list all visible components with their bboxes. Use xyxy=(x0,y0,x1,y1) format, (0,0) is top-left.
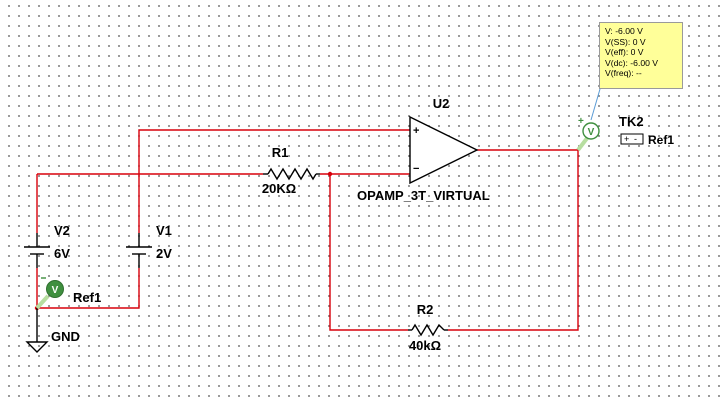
wire-v1-to-plus[interactable] xyxy=(138,129,410,233)
resistor-r1[interactable]: R1 20KΩ xyxy=(262,145,320,196)
battery-v2[interactable]: V2 6V xyxy=(24,223,70,268)
r2-value: 40kΩ xyxy=(409,338,441,353)
voltage-probe-tk2[interactable]: V + TK2 + - Ref1 xyxy=(576,88,674,152)
gnd-label: GND xyxy=(51,329,80,344)
ref-selector-minus: - xyxy=(634,134,637,144)
wire-feedback-left[interactable] xyxy=(329,174,408,331)
ref-selector-plus: + xyxy=(624,134,629,144)
opamp-model: OPAMP_3T_VIRTUAL xyxy=(357,188,490,203)
ref-probe-label: Ref1 xyxy=(73,290,101,305)
opamp-ref: U2 xyxy=(433,96,450,111)
r1-value: 20KΩ xyxy=(262,181,296,196)
probe-tip xyxy=(576,135,590,152)
v1-value: 2V xyxy=(156,246,172,261)
opamp-plus-sign: + xyxy=(413,125,419,137)
probe-readout-v: V: -6.00 V xyxy=(605,26,643,36)
probe-plus-marker: + xyxy=(578,116,584,127)
opamp-u2[interactable]: + − U2 OPAMP_3T_VIRTUAL xyxy=(357,96,490,203)
opamp-minus-sign: − xyxy=(413,163,419,175)
wire-v1-bottom[interactable] xyxy=(37,268,140,309)
probe-readout-veff: V(eff): 0 V xyxy=(605,47,644,58)
v1-ref: V1 xyxy=(156,223,172,238)
reference-probe-left[interactable]: V Ref1 xyxy=(35,277,101,310)
probe-icon[interactable] xyxy=(582,122,600,140)
probe-symbol: V xyxy=(588,127,595,138)
probe-readout-vfreq: V(freq): -- xyxy=(605,68,642,79)
junction-dot xyxy=(327,171,333,177)
probe-readout-vdc: V(dc): -6.00 V xyxy=(605,57,659,68)
r1-ref: R1 xyxy=(272,145,289,160)
wire-feedback-right[interactable] xyxy=(448,149,579,331)
battery-v1[interactable]: V1 2V xyxy=(126,223,172,268)
r2-ref: R2 xyxy=(417,302,434,317)
probe-readout-tooltip: V: -6.00 V V(SS): 0 V V(eff): 0 V V(dc):… xyxy=(599,22,683,89)
probe-leader-line xyxy=(590,88,601,121)
tk2-ref: TK2 xyxy=(619,114,644,129)
ref-probe-symbol: V xyxy=(52,285,59,296)
ref-probe-tip xyxy=(35,294,50,310)
probe-readout-vss: V(SS): 0 V xyxy=(605,36,646,47)
ground-symbol[interactable]: GND xyxy=(25,308,80,353)
resistor-r2[interactable]: R2 40kΩ xyxy=(408,302,448,353)
v2-value: 6V xyxy=(54,246,70,261)
ref-probe-icon[interactable] xyxy=(46,280,64,298)
tk2-reference: Ref1 xyxy=(648,133,674,147)
wires[interactable] xyxy=(36,129,579,331)
v2-ref: V2 xyxy=(54,223,70,238)
ref-selector-icon xyxy=(620,133,644,145)
